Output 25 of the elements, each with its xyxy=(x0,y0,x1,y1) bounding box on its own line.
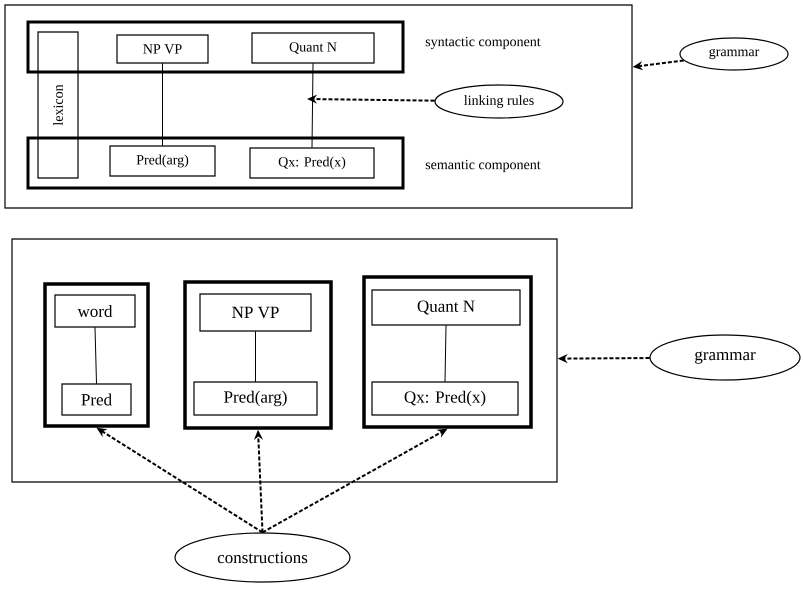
component-box xyxy=(43,282,150,428)
text-box: Pred(arg) xyxy=(193,381,318,416)
text-box: Pred xyxy=(61,383,132,416)
connector-line xyxy=(162,63,163,146)
text-box: Qx: Pred(x) xyxy=(249,147,375,179)
connector-line xyxy=(94,327,97,384)
text-box: Quant N xyxy=(371,289,521,326)
text-box: Quant N xyxy=(251,32,375,64)
panel-box xyxy=(11,238,558,483)
component-label: semantic component xyxy=(426,160,541,172)
panel-box xyxy=(4,4,633,209)
text-box: Qx: Pred(x) xyxy=(371,381,519,416)
component-box xyxy=(26,20,404,74)
connector-line xyxy=(444,325,446,382)
component-label: syntactic component xyxy=(426,36,541,50)
component-box xyxy=(26,136,404,190)
connector-line xyxy=(312,63,314,148)
lexicon-box: lexicon xyxy=(37,31,79,179)
text-box: NP VP xyxy=(116,34,209,64)
text-box: NP VP xyxy=(199,293,312,332)
text-box: word xyxy=(54,294,136,328)
text-box: Pred(arg) xyxy=(109,145,216,177)
component-box xyxy=(362,275,533,429)
component-box xyxy=(183,280,333,430)
connector-line xyxy=(255,331,256,382)
